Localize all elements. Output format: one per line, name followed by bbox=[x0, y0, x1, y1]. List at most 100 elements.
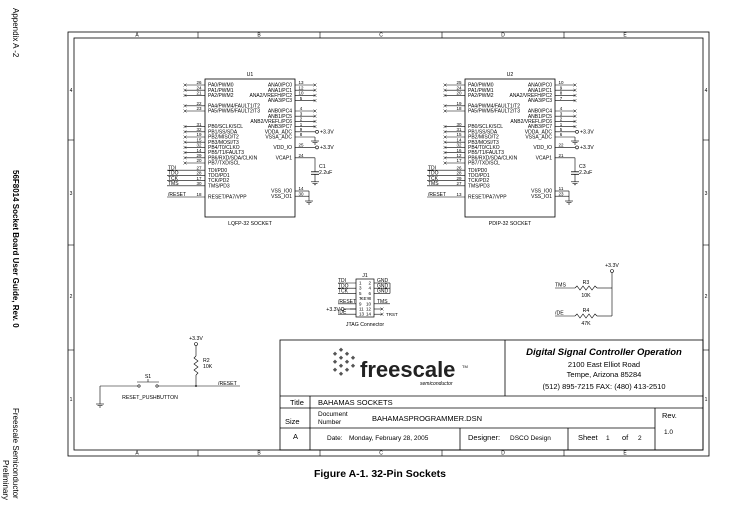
chip-body bbox=[204, 78, 296, 218]
pin-name: VDDA_ADC bbox=[525, 129, 553, 135]
pin-name: ANB2/VREFL/PC6 bbox=[510, 119, 552, 125]
pin-number: 26 bbox=[456, 165, 462, 170]
pin-number: 8 bbox=[560, 91, 563, 96]
pin-number: 5 bbox=[560, 127, 563, 132]
ground-symbol bbox=[305, 200, 313, 205]
pin-name: ANA2/VREFH/PC2 bbox=[509, 93, 552, 99]
pin-name: PB4/T0/CLKO bbox=[468, 145, 500, 151]
net-label: TDO bbox=[428, 171, 439, 177]
supply-label: +3.3V bbox=[189, 336, 203, 342]
pin-number: 10 bbox=[558, 80, 564, 85]
supply-dot bbox=[340, 307, 345, 311]
sheet-frame bbox=[67, 31, 710, 457]
tb-title-label: Title bbox=[290, 398, 304, 407]
pin-number: 29 bbox=[196, 153, 202, 158]
grid-row-label: 4 bbox=[70, 88, 73, 94]
cap-value: 2.2uF bbox=[579, 170, 592, 176]
pin-number: 24 bbox=[298, 153, 304, 158]
pin-name: TDI/PD0 bbox=[468, 168, 487, 174]
net-label: TMS bbox=[555, 283, 566, 289]
tb-phone: (512) 895-7215 FAX: (480) 413-2510 bbox=[543, 382, 666, 391]
grid-row-label: 3 bbox=[705, 191, 708, 197]
pin-number: 31 bbox=[456, 127, 462, 132]
grid-row-label: 2 bbox=[70, 294, 73, 300]
no-connect-mark bbox=[183, 88, 187, 92]
no-connect-mark bbox=[380, 307, 384, 311]
no-connect-mark bbox=[183, 104, 187, 108]
net-label: TCK bbox=[338, 289, 349, 295]
pin-number: 10 bbox=[366, 301, 372, 306]
pin-number: 5 bbox=[300, 96, 303, 101]
pin-number: 24 bbox=[456, 85, 462, 90]
pin-name: PA4/PWM4/FAULT1/T2 bbox=[468, 103, 520, 109]
net-label: /DE bbox=[555, 311, 564, 317]
tb-of-label: of bbox=[622, 433, 629, 442]
pin-name: VDD_IO bbox=[533, 145, 552, 151]
tb-addr1: 2100 East Elliot Road bbox=[568, 360, 640, 369]
switch-contact bbox=[155, 384, 159, 388]
resistor bbox=[193, 355, 199, 376]
pin-number: 12 bbox=[456, 153, 462, 158]
pin-name: PA1/PWM1 bbox=[208, 88, 234, 94]
pin-number: 31 bbox=[196, 122, 202, 127]
connector-body bbox=[355, 278, 375, 318]
no-connect-mark bbox=[183, 124, 187, 129]
pin-name: PA1/PWM1 bbox=[468, 88, 494, 94]
tb-doc-label1: Document bbox=[318, 411, 348, 418]
ground-symbol bbox=[571, 140, 579, 145]
pin-name: PB1/SS/SDA bbox=[208, 129, 238, 135]
pin-number: 1 bbox=[300, 122, 303, 127]
pin-number: 13 bbox=[456, 192, 462, 197]
grid-col-label: C bbox=[379, 33, 383, 39]
pin-number: 29 bbox=[456, 176, 462, 181]
pin-number: 14 bbox=[298, 186, 304, 191]
grid-row-label: 1 bbox=[70, 397, 73, 403]
no-connect-mark bbox=[183, 150, 187, 155]
supply-label: +3.3V bbox=[326, 307, 340, 313]
no-connect-mark bbox=[313, 114, 317, 118]
pin-name: PB5/T1/FAULT3 bbox=[468, 150, 504, 156]
cap-ref: C1 bbox=[319, 164, 326, 170]
grid-col-label: D bbox=[501, 451, 505, 457]
pin-name: VDDA_ADC bbox=[265, 129, 293, 135]
pin-number: 25 bbox=[456, 80, 462, 85]
tb-date-value: Monday, February 28, 2005 bbox=[349, 435, 429, 442]
no-connect-mark bbox=[183, 161, 187, 165]
pin-name: ANB3/PC7 bbox=[528, 124, 552, 130]
pin-number: 18 bbox=[456, 106, 462, 111]
pin-number: 11 bbox=[359, 307, 364, 312]
pin-name: VSSA_ADC bbox=[525, 135, 552, 141]
resistor-ref: R3 bbox=[583, 280, 590, 286]
supply-label: +3.3V bbox=[580, 145, 594, 151]
supply-dot bbox=[575, 145, 579, 150]
pin-name: TDO/PD1 bbox=[468, 173, 490, 179]
supply-label: +3.3V bbox=[605, 263, 619, 269]
chip-body bbox=[464, 78, 556, 218]
pin-number: 32 bbox=[196, 143, 202, 148]
no-connect-mark bbox=[443, 93, 447, 98]
ground-symbol bbox=[565, 200, 573, 205]
pin-number: 2 bbox=[300, 117, 303, 122]
pin-name: PB7/TXD/SCL bbox=[208, 161, 240, 167]
grid-col-label: A bbox=[135, 33, 139, 39]
pin-name: TMS/PD3 bbox=[468, 183, 490, 189]
net-label: GND bbox=[377, 278, 389, 284]
pin-number: 14 bbox=[456, 137, 462, 142]
pin-number: 15 bbox=[456, 132, 462, 137]
net-label: TCK bbox=[428, 176, 439, 182]
freescale-logo: freescale TM semiconductor bbox=[332, 347, 468, 387]
pin-name: PA2/PWM2 bbox=[468, 93, 494, 99]
switch-contact bbox=[137, 384, 141, 388]
tb-doc-value: BAHAMASPROGRAMMER.DSN bbox=[372, 414, 482, 423]
title-block: freescale TM semiconductor Digital Signa… bbox=[279, 339, 704, 451]
pin-name: ANA2/VREFH/PC2 bbox=[249, 93, 292, 99]
pin-number: 4 bbox=[300, 106, 303, 111]
pin-name: PB6/RXD/SDA/CLKIN bbox=[468, 155, 518, 161]
pin-name: ANB0/PC4 bbox=[528, 109, 552, 115]
tb-size-label: Size bbox=[285, 417, 300, 426]
pin-number: 8 bbox=[300, 132, 303, 137]
resistor-value: 10K bbox=[203, 364, 213, 370]
pin-name: VSSA_ADC bbox=[265, 135, 292, 141]
